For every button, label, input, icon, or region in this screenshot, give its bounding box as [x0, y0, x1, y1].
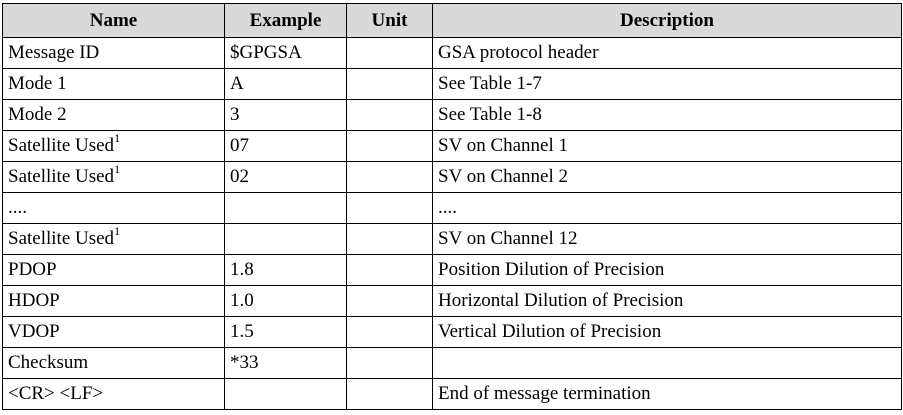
table-row: Satellite Used1 02 SV on Channel 2: [2, 161, 902, 193]
header-example: Example: [224, 3, 347, 38]
cell-name-text: <CR> <LF>: [8, 383, 104, 404]
cell-name: Mode 1: [2, 68, 225, 100]
cell-description: ....: [432, 192, 902, 224]
cell-unit: [346, 37, 433, 69]
cell-name: Satellite Used1: [2, 223, 225, 255]
cell-example: 1.5: [224, 316, 347, 348]
cell-name-text: Satellite Used: [8, 135, 115, 156]
cell-unit: [346, 99, 433, 131]
header-unit: Unit: [346, 3, 433, 38]
table-row: VDOP 1.5 Vertical Dilution of Precision: [2, 316, 902, 348]
cell-name-text: Satellite Used: [8, 166, 115, 187]
cell-name: HDOP: [2, 285, 225, 317]
cell-example: 1.0: [224, 285, 347, 317]
cell-example: A: [224, 68, 347, 100]
cell-description: SV on Channel 1: [432, 130, 902, 162]
cell-unit: [346, 130, 433, 162]
cell-name: Satellite Used1: [2, 161, 225, 193]
table-row: Message ID $GPGSA GSA protocol header: [2, 37, 902, 69]
cell-name-text: Checksum: [8, 352, 89, 373]
table-row: HDOP 1.0 Horizontal Dilution of Precisio…: [2, 285, 902, 317]
cell-unit: [346, 192, 433, 224]
cell-name-text: Satellite Used: [8, 228, 115, 249]
cell-name: Satellite Used1: [2, 130, 225, 162]
cell-name-text: PDOP: [8, 259, 57, 280]
cell-example: 1.8: [224, 254, 347, 286]
cell-name: Checksum: [2, 347, 225, 379]
cell-description: GSA protocol header: [432, 37, 902, 69]
cell-name-text: HDOP: [8, 290, 60, 311]
table-row: Satellite Used1 07 SV on Channel 1: [2, 130, 902, 162]
table-row: Satellite Used1 SV on Channel 12: [2, 223, 902, 255]
cell-description: SV on Channel 12: [432, 223, 902, 255]
cell-description: [432, 347, 902, 379]
cell-example: *33: [224, 347, 347, 379]
footnote-marker: 1: [114, 223, 121, 238]
cell-name: PDOP: [2, 254, 225, 286]
table-row: .... ....: [2, 192, 902, 224]
cell-name-text: Mode 1: [8, 73, 67, 94]
cell-description: SV on Channel 2: [432, 161, 902, 193]
cell-unit: [346, 223, 433, 255]
cell-name: Message ID: [2, 37, 225, 69]
header-row: Name Example Unit Description: [2, 3, 902, 38]
cell-unit: [346, 285, 433, 317]
cell-unit: [346, 254, 433, 286]
cell-unit: [346, 316, 433, 348]
gsa-message-table: Name Example Unit Description Message ID…: [2, 3, 902, 410]
cell-name-text: VDOP: [8, 321, 60, 342]
cell-description: See Table 1-8: [432, 99, 902, 131]
gsa-message-table-container: Name Example Unit Description Message ID…: [2, 3, 902, 410]
cell-example: 07: [224, 130, 347, 162]
table-header: Name Example Unit Description: [2, 3, 902, 38]
cell-unit: [346, 161, 433, 193]
header-description: Description: [432, 3, 902, 38]
cell-example: [224, 192, 347, 224]
cell-name-text: Message ID: [8, 42, 100, 63]
cell-name-text: ....: [8, 197, 27, 218]
cell-name: VDOP: [2, 316, 225, 348]
cell-description: Position Dilution of Precision: [432, 254, 902, 286]
table-row: Mode 1 A See Table 1-7: [2, 68, 902, 100]
cell-example: [224, 378, 347, 410]
cell-example: 02: [224, 161, 347, 193]
cell-unit: [346, 378, 433, 410]
table-row: <CR> <LF> End of message termination: [2, 378, 902, 410]
table-row: PDOP 1.8 Position Dilution of Precision: [2, 254, 902, 286]
footnote-marker: 1: [114, 130, 121, 145]
cell-name: ....: [2, 192, 225, 224]
cell-name: <CR> <LF>: [2, 378, 225, 410]
footnote-marker: 1: [114, 161, 121, 176]
cell-description: Horizontal Dilution of Precision: [432, 285, 902, 317]
table-row: Mode 2 3 See Table 1-8: [2, 99, 902, 131]
cell-name: Mode 2: [2, 99, 225, 131]
cell-unit: [346, 347, 433, 379]
cell-example: $GPGSA: [224, 37, 347, 69]
cell-description: See Table 1-7: [432, 68, 902, 100]
cell-unit: [346, 68, 433, 100]
table-body: Message ID $GPGSA GSA protocol header Mo…: [2, 37, 902, 410]
header-name: Name: [2, 3, 225, 38]
cell-example: 3: [224, 99, 347, 131]
cell-description: Vertical Dilution of Precision: [432, 316, 902, 348]
cell-name-text: Mode 2: [8, 104, 67, 125]
cell-description: End of message termination: [432, 378, 902, 410]
cell-example: [224, 223, 347, 255]
table-row: Checksum *33: [2, 347, 902, 379]
